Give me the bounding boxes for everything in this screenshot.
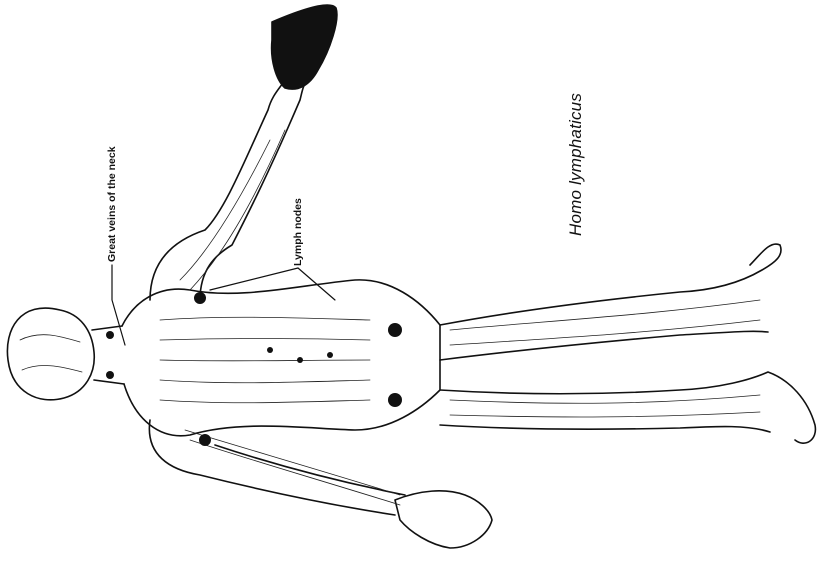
lymph-node xyxy=(194,292,206,304)
lymph-node xyxy=(199,434,211,446)
lower-leg-outline xyxy=(440,372,815,443)
leader-nodes-b xyxy=(298,268,335,300)
lymph-node xyxy=(106,331,114,339)
lymph-node xyxy=(106,371,114,379)
lymph-node xyxy=(388,393,402,407)
lower-hand xyxy=(395,491,492,548)
lymph-node xyxy=(267,347,273,353)
lymph-node xyxy=(388,323,402,337)
upper-hand xyxy=(272,5,337,89)
leader-veins xyxy=(112,265,125,345)
leader-nodes-a xyxy=(210,268,298,290)
label-great-veins-of-neck: Great veins of the neck xyxy=(106,146,118,262)
label-lymph-nodes: Lymph nodes xyxy=(292,198,304,266)
head-outline xyxy=(7,308,94,400)
torso-outline xyxy=(122,280,440,436)
figure-title: Homo lymphaticus xyxy=(566,93,586,236)
lymph-node xyxy=(297,357,303,363)
lymph-node xyxy=(327,352,333,358)
upper-arm-outline xyxy=(150,80,305,300)
